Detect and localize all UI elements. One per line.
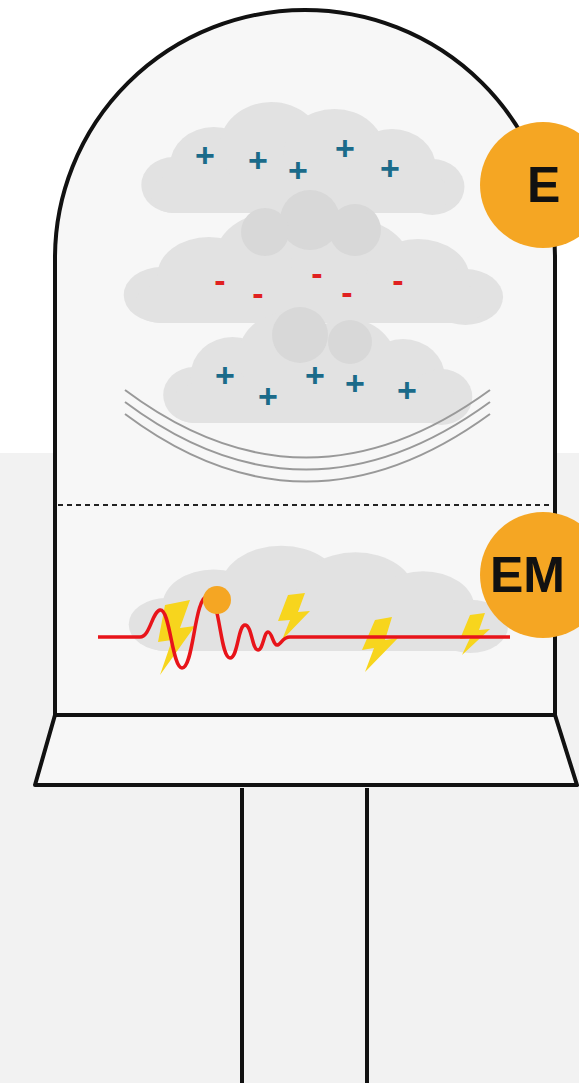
cloud (124, 102, 508, 653)
charge-sign: + (258, 379, 278, 413)
charge-sign: + (335, 131, 355, 165)
charge-sign: + (215, 358, 235, 392)
circle-label: E (527, 160, 560, 210)
charge-sign: - (214, 263, 225, 297)
em-wave (98, 596, 510, 668)
charge-sign: + (195, 138, 215, 172)
charge-sign: - (392, 263, 403, 297)
led-dome (55, 10, 555, 715)
charge-sign: + (248, 143, 268, 177)
charge-sign: - (252, 276, 263, 310)
led-leg (365, 788, 369, 1083)
charge-sign: + (288, 153, 308, 187)
charge-sign: - (311, 256, 322, 290)
field-arcs (125, 390, 490, 482)
photon-dot (203, 586, 231, 614)
cloud-shade (241, 190, 381, 364)
led-base (35, 715, 577, 785)
charge-sign: + (345, 366, 365, 400)
led-leg (240, 788, 244, 1083)
circle-label: EM (490, 550, 565, 600)
divider-line (58, 504, 552, 506)
charge-sign: + (397, 373, 417, 407)
charge-sign: + (380, 151, 400, 185)
charge-sign: - (341, 275, 352, 309)
charge-sign: + (305, 358, 325, 392)
